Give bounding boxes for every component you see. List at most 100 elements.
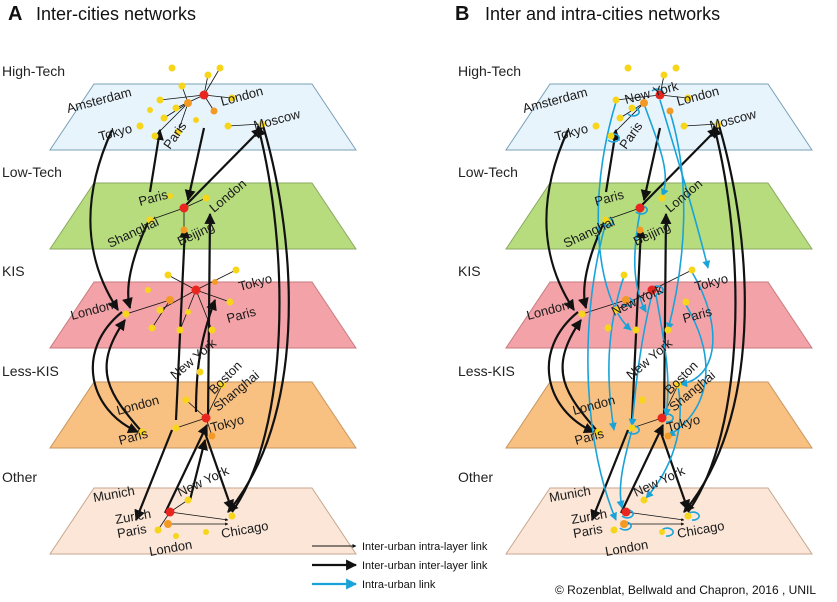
city-node xyxy=(612,306,620,314)
city-node xyxy=(680,122,688,130)
panel-b-link xyxy=(645,385,681,499)
panel-b-link xyxy=(561,319,599,433)
panel-a-link xyxy=(203,94,233,100)
city-label: London xyxy=(604,537,649,559)
panel-a-link xyxy=(105,319,143,433)
panel-a-link xyxy=(195,289,231,303)
panel-a-link xyxy=(122,217,151,310)
panel-b-link xyxy=(587,221,617,521)
panel-b-link xyxy=(658,429,690,512)
panel-a-inter-layer-links xyxy=(89,121,290,522)
city-node xyxy=(635,203,645,213)
city-node xyxy=(632,326,640,334)
panel-a-layer-label-lowtech: Low-Tech xyxy=(2,164,62,180)
panel-a-link xyxy=(202,429,234,512)
city-node xyxy=(232,266,240,274)
city-node xyxy=(594,428,602,436)
panel-b-layer-label-kis: KIS xyxy=(458,263,481,279)
city-node xyxy=(657,413,667,423)
city-node xyxy=(182,396,190,404)
city-node xyxy=(156,306,164,314)
city-node xyxy=(620,520,628,528)
city-node xyxy=(628,424,636,432)
panel-a-city-nodes xyxy=(122,64,266,539)
panel-b-link xyxy=(597,101,632,331)
city-node xyxy=(136,122,144,130)
panel-a-link xyxy=(164,424,208,514)
panel-a-link xyxy=(154,102,189,137)
city-node xyxy=(258,120,266,128)
city-node xyxy=(636,226,644,234)
city-node xyxy=(658,194,666,202)
panel-a-link xyxy=(167,274,197,291)
panel-a-layer-lowtech xyxy=(49,182,357,250)
city-node xyxy=(172,104,180,112)
city-node xyxy=(640,496,648,504)
panel-a-letter: A xyxy=(8,3,22,25)
city-node xyxy=(666,107,674,115)
panel-b-link xyxy=(633,211,647,313)
panel-b-layer-lowtech xyxy=(505,182,813,250)
panel-b-link xyxy=(615,94,661,102)
panel-b-layer-label-lowtech: Low-Tech xyxy=(458,164,518,180)
city-node xyxy=(604,324,612,332)
panel-a-link xyxy=(148,128,164,193)
city-node xyxy=(138,428,146,436)
city-node xyxy=(160,114,168,122)
panel-b-link xyxy=(660,212,672,421)
panel-b-link xyxy=(667,304,707,437)
city-node xyxy=(199,90,209,100)
city-node xyxy=(224,122,232,130)
city-label: Zurich xyxy=(114,506,152,527)
city-node xyxy=(684,94,692,102)
city-node xyxy=(148,324,156,332)
city-node xyxy=(638,396,646,404)
city-node xyxy=(622,296,630,304)
city-node xyxy=(191,285,201,295)
panel-b-link xyxy=(659,94,689,100)
panel-a-layer-label-other: Other xyxy=(2,469,37,485)
city-node xyxy=(184,496,192,504)
city-node xyxy=(165,507,175,517)
panel-b-layer-hightech xyxy=(505,83,813,151)
panel-a-link xyxy=(175,417,207,429)
city-node xyxy=(621,507,631,517)
city-node xyxy=(714,120,722,128)
legend-inter-layer-label: Inter-urban inter-layer link xyxy=(362,560,488,572)
panel-b-network: Amsterdam New York London Tokyo Paris Mo… xyxy=(505,64,813,559)
panel-a-link xyxy=(231,124,281,513)
city-node xyxy=(164,271,172,279)
panel-b-letter: B xyxy=(455,3,469,25)
panel-a-layer-other xyxy=(49,487,357,555)
city-node xyxy=(196,368,204,376)
city-label: London xyxy=(148,537,193,559)
city-node xyxy=(151,132,159,140)
city-node xyxy=(620,271,628,279)
panel-b-link xyxy=(661,527,674,537)
city-node xyxy=(172,424,180,432)
legend-intra-urban-label: Intra-urban link xyxy=(362,579,436,591)
city-node xyxy=(612,96,620,104)
city-node xyxy=(682,298,690,306)
panel-b-link xyxy=(616,429,633,509)
city-node xyxy=(147,107,153,113)
city-label: Munich xyxy=(548,483,592,505)
panel-a-link xyxy=(195,289,213,331)
city-node xyxy=(204,71,212,79)
city-node xyxy=(578,310,586,318)
city-node xyxy=(228,512,236,520)
city-node xyxy=(659,529,665,535)
panel-b-link xyxy=(630,226,647,421)
panel-b-link xyxy=(655,294,671,417)
city-node xyxy=(212,279,218,285)
city-node xyxy=(218,381,226,389)
panel-a-link xyxy=(174,226,191,421)
city-node xyxy=(145,287,151,293)
city-node xyxy=(168,64,176,72)
city-node xyxy=(228,94,236,102)
city-node xyxy=(203,529,209,535)
panel-b-link xyxy=(610,102,645,137)
city-node xyxy=(167,193,173,199)
panel-a-link xyxy=(89,129,119,311)
